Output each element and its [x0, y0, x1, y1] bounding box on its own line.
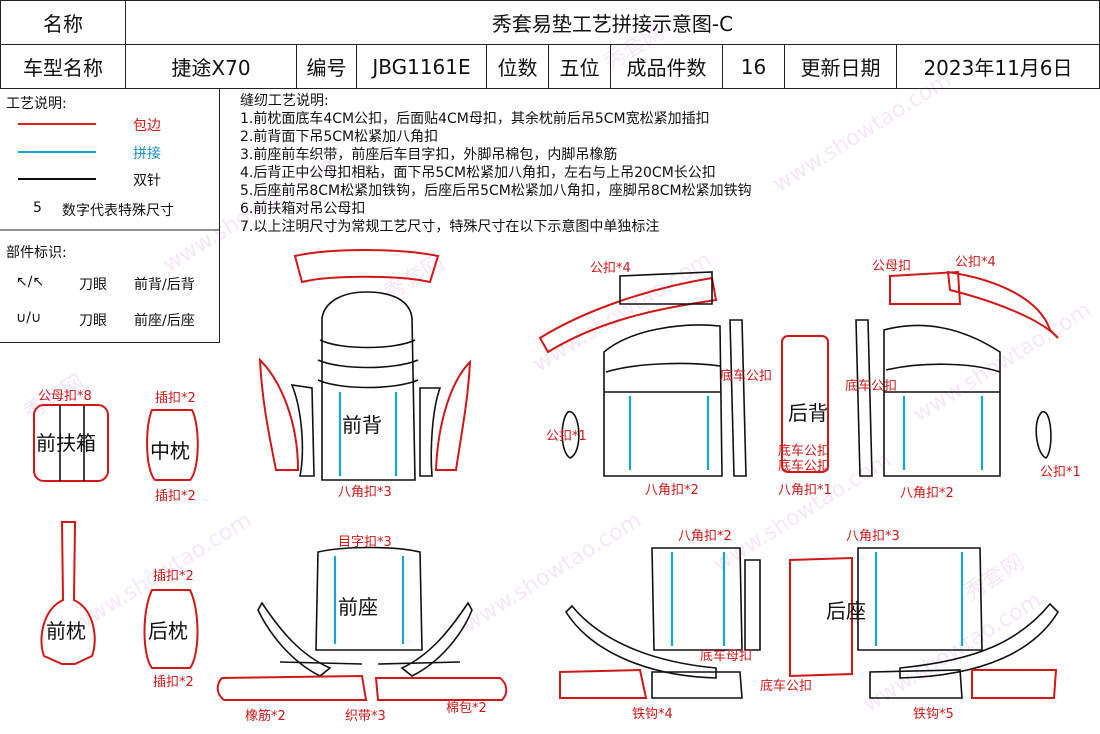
front-pillow-piece: [40, 521, 96, 665]
front-seat-top-tag: 目字扣*3: [338, 535, 392, 550]
notch2-symbol: ∪/∪: [16, 310, 42, 326]
rear-back-label: 后背: [788, 401, 828, 425]
rear-back-center-piece: [781, 335, 829, 473]
front-seat-tag-1: 橡筋*2: [245, 708, 286, 724]
rear-back-center-right-tag: 底车公扣: [778, 458, 830, 474]
rear-back-right-piece: [855, 270, 1059, 477]
mid-pillow-piece: [146, 409, 199, 481]
notes-title: 缝纫工艺说明:: [240, 93, 329, 109]
note-line: 5.后座前吊8CM松紧加铁钩，后座后吊5CM松紧加八角扣，座脚吊8CM松紧加铁钩: [240, 183, 752, 199]
notch1-symbol: ↖/↖: [16, 274, 45, 290]
rear-seat-left-top-tag: 八角扣*2: [678, 529, 732, 544]
parts-title: 部件标识:: [6, 245, 67, 261]
sewing-notes: 缝纫工艺说明: 1.前枕面底车4CM公扣，后面贴4CM母扣，其余枕前后吊5CM宽…: [240, 92, 752, 236]
rear-seat-right-side-tag: 底车公扣: [760, 678, 812, 694]
rear-back-left-side-tag: 公扣*1: [546, 429, 587, 444]
legend-box: 工艺说明: 包边 拼接 双针 5 数字代表特殊尺寸 部件标识: ↖/↖ 刀眼 前…: [0, 88, 220, 343]
front-seat-piece: [216, 546, 508, 701]
legend-item-label: 拼接: [133, 146, 161, 162]
notch2-desc: 前座/后座: [134, 313, 195, 329]
date-label: 更新日期: [784, 44, 897, 89]
rear-pillow-top-tag: 插扣*2: [153, 569, 194, 584]
notch1-desc: 前背/后背: [134, 277, 195, 293]
code-label: 编号: [296, 44, 357, 89]
rear-pillow-piece: [143, 589, 199, 669]
number-key: 5: [33, 200, 42, 216]
notch1-label: 刀眼: [79, 277, 107, 293]
legend-lines: [0, 123, 220, 231]
rear-back-right-side-tag: 公扣*1: [1040, 465, 1081, 480]
note-line: 3.前座前车织带，前座后车目字扣，外脚吊棉包，内脚吊橡筋: [240, 147, 618, 163]
front-back-piece: [258, 249, 472, 481]
rear-seat-left-side-tag: 底车母扣: [700, 648, 752, 664]
front-armrest-label: 前扶箱: [36, 431, 96, 455]
rear-back-right-mid-tag: 底车公扣: [845, 378, 897, 394]
note-line: 7.以上注明尺寸为常规工艺尺寸，特殊尺寸在以下示意图中单独标注: [240, 219, 660, 235]
model-label: 车型名称: [0, 44, 126, 89]
mid-pillow-bottom-tag: 插扣*2: [155, 489, 196, 504]
rear-seat-right-bottom-tag: 铁钩*5: [913, 707, 954, 722]
front-seat-tag-2: 织带*3: [345, 709, 386, 724]
number-desc: 数字代表特殊尺寸: [62, 203, 174, 219]
rear-seat-right-piece: [789, 547, 1060, 699]
rear-back-right-bottom-tag: 八角扣*2: [900, 486, 954, 501]
notch2-label: 刀眼: [79, 313, 107, 329]
front-back-tag: 八角扣*3: [338, 485, 392, 500]
rear-seat-left-piece: [559, 547, 761, 699]
rear-back-left-bottom-tag: 八角扣*2: [645, 483, 699, 498]
note-line: 2.前背面下吊5CM松紧加八角扣: [240, 129, 439, 145]
note-line: 1.前枕面底车4CM公扣，后面贴4CM母扣，其余枕前后吊5CM宽松紧加插扣: [240, 111, 710, 127]
note-line: 4.后背正中公母扣相粘，面下吊5CM松紧加八角扣，左右与上吊20CM长公扣: [240, 165, 716, 181]
rear-pillow-bottom-tag: 插扣*2: [153, 675, 194, 690]
front-seat-tag-3: 棉包*2: [446, 701, 487, 716]
rear-back-left-piece: [538, 271, 747, 477]
rear-pillow-label: 后枕: [148, 619, 188, 643]
rear-back-right-top-tag: 公扣*4: [955, 255, 996, 270]
rear-back-center-left-tag: 底车公扣: [778, 443, 830, 459]
note-line: 6.前扶箱对吊公母扣: [240, 201, 366, 217]
legend-item-label: 双针: [133, 173, 161, 189]
mid-pillow-top-tag: 插扣*2: [155, 391, 196, 406]
piece-labels: 前扶箱 公母扣*8 中枕 插扣*2 插扣*2 前背 八角扣*3 前枕 后枕 插扣…: [36, 255, 1081, 724]
legend-title: 工艺说明:: [6, 96, 67, 112]
front-back-label: 前背: [342, 413, 382, 437]
rear-seat-right-top-tag: 八角扣*3: [846, 529, 900, 544]
rear-back-left-mid-tag: 底车公扣: [720, 368, 772, 384]
rear-back-left-top-tag: 公扣*4: [590, 261, 631, 276]
front-seat-label: 前座: [338, 595, 378, 619]
rear-seat-label: 后座: [826, 599, 866, 623]
code-value: JBG1161E: [356, 44, 487, 89]
front-armrest-tag: 公母扣*8: [38, 389, 92, 404]
count-label: 成品件数: [610, 44, 723, 89]
front-pillow-label: 前枕: [46, 619, 86, 643]
seat-value: 五位: [548, 44, 611, 89]
rear-back-right-tl-tag: 公母扣: [872, 259, 911, 274]
front-armrest-piece: [33, 404, 109, 482]
mid-pillow-label: 中枕: [150, 439, 190, 463]
date-value: 2023年11月6日: [896, 44, 1100, 89]
legend-item-label: 包边: [133, 118, 161, 134]
rear-back-center-bottom-tag: 八角扣*1: [778, 483, 832, 498]
rear-seat-left-bottom-tag: 铁钩*4: [632, 707, 673, 722]
